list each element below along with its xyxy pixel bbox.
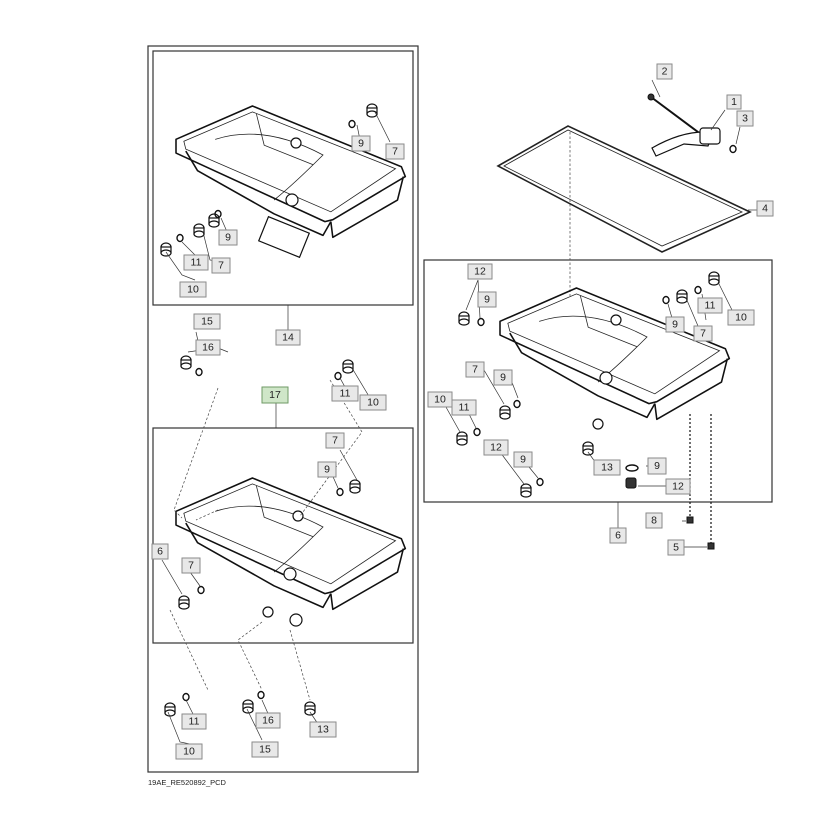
callout-4: 4 — [756, 200, 774, 217]
left-outer-frame — [147, 45, 419, 773]
svg-text:9: 9 — [358, 138, 364, 150]
svg-text:9: 9 — [324, 464, 330, 476]
svg-text:14: 14 — [282, 332, 294, 344]
svg-text:9: 9 — [500, 372, 506, 384]
callout-12b: 12 — [483, 439, 509, 456]
callout-2: 2 — [656, 63, 673, 80]
svg-text:7: 7 — [392, 146, 398, 158]
svg-text:13: 13 — [601, 462, 613, 474]
assembly-17-frame — [152, 427, 414, 644]
svg-text:9: 9 — [672, 319, 678, 331]
callout-6a: 6 — [151, 543, 169, 560]
callout-8: 8 — [645, 512, 663, 529]
svg-text:16: 16 — [262, 715, 274, 727]
svg-text:1: 1 — [731, 96, 737, 108]
callout-15b: 15 — [251, 741, 279, 758]
callout-13b: 13 — [593, 459, 621, 476]
svg-text:12: 12 — [474, 266, 486, 278]
callout-11b: 11 — [331, 385, 359, 402]
callout-12a: 12 — [467, 263, 493, 280]
oil-pan-gasket — [496, 125, 752, 253]
svg-text:11: 11 — [191, 257, 202, 269]
svg-text:15: 15 — [259, 744, 271, 756]
svg-text:11: 11 — [340, 388, 351, 400]
svg-text:10: 10 — [367, 397, 379, 409]
callout-10d: 10 — [727, 309, 755, 326]
svg-text:9: 9 — [654, 460, 660, 472]
callout-7e: 7 — [693, 325, 713, 342]
callout-13a: 13 — [309, 721, 337, 738]
callout-16b: 16 — [255, 712, 281, 729]
callout-9e: 9 — [665, 316, 685, 333]
svg-text:17: 17 — [269, 389, 281, 401]
callout-7d: 7 — [181, 557, 201, 574]
svg-text:7: 7 — [472, 364, 478, 376]
svg-text:2: 2 — [662, 66, 668, 78]
svg-text:12: 12 — [490, 442, 502, 454]
callout-10c: 10 — [175, 743, 203, 760]
callout-11c: 11 — [181, 713, 207, 730]
svg-text:5: 5 — [673, 542, 679, 554]
callout-17: 17 — [261, 386, 289, 404]
callout-3: 3 — [736, 110, 754, 127]
callout-9d: 9 — [477, 291, 497, 308]
assembly-14-frame — [152, 50, 414, 306]
callout-15a: 15 — [193, 313, 221, 330]
callout-11e: 11 — [451, 399, 477, 416]
callout-10e: 10 — [427, 391, 453, 408]
callout-10a: 10 — [179, 281, 207, 298]
callout-16a: 16 — [195, 339, 221, 356]
svg-text:10: 10 — [183, 746, 195, 758]
callout-9f: 9 — [493, 369, 513, 386]
svg-text:9: 9 — [520, 454, 526, 466]
svg-text:7: 7 — [218, 260, 224, 272]
svg-text:12: 12 — [672, 481, 684, 493]
svg-text:4: 4 — [762, 203, 768, 215]
svg-text:7: 7 — [700, 328, 706, 340]
callout-11a: 11 — [183, 254, 209, 271]
svg-text:11: 11 — [705, 300, 716, 312]
callout-7c: 7 — [325, 432, 345, 449]
svg-text:6: 6 — [615, 530, 621, 542]
svg-text:7: 7 — [188, 560, 194, 572]
callout-7a: 7 — [385, 143, 405, 160]
svg-text:10: 10 — [735, 312, 747, 324]
callout-10b: 10 — [359, 394, 387, 411]
callout-9g: 9 — [513, 451, 533, 468]
callout-9h: 9 — [647, 457, 667, 475]
callout-7b: 7 — [211, 257, 231, 274]
svg-text:13: 13 — [317, 724, 329, 736]
svg-text:11: 11 — [189, 716, 200, 728]
svg-text:10: 10 — [187, 284, 199, 296]
callout-9c: 9 — [317, 461, 337, 478]
oil-pan-17-drawing — [175, 477, 407, 611]
callout-9b: 9 — [218, 229, 238, 246]
callout-9a: 9 — [351, 135, 371, 152]
callout-7f: 7 — [465, 361, 485, 378]
svg-text:3: 3 — [742, 113, 748, 125]
assembly-6-frame — [423, 259, 773, 503]
oil-pan-6-drawing — [499, 287, 731, 421]
figure-code: 19AE_RE520892_PCD — [148, 778, 226, 787]
svg-text:9: 9 — [225, 232, 231, 244]
svg-text:7: 7 — [332, 435, 338, 447]
svg-text:6: 6 — [157, 546, 163, 558]
svg-text:15: 15 — [201, 316, 213, 328]
callout-1: 1 — [726, 94, 742, 110]
callout-5: 5 — [667, 539, 685, 556]
svg-text:11: 11 — [459, 402, 470, 414]
svg-text:8: 8 — [651, 515, 657, 527]
callout-6b: 6 — [609, 527, 627, 544]
callout-12c: 12 — [665, 478, 691, 495]
svg-text:16: 16 — [202, 342, 214, 354]
svg-text:9: 9 — [484, 294, 490, 306]
svg-text:10: 10 — [434, 394, 446, 406]
callout-14: 14 — [275, 329, 301, 346]
callout-11d: 11 — [697, 297, 723, 314]
